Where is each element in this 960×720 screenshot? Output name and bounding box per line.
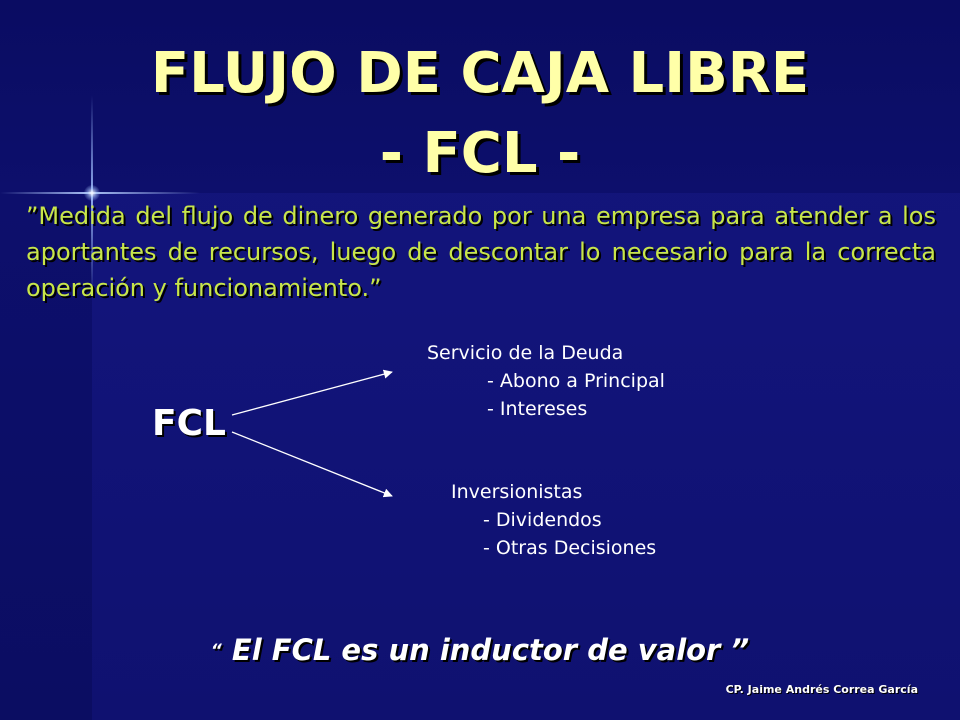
definition-quote: ”Medida del flujo de dinero generado por… <box>26 202 936 302</box>
lens-flare-star-icon <box>84 185 100 201</box>
slide-subtitle: - FCL - <box>379 121 581 186</box>
branch-debt-service: Servicio de la Deuda - Abono a Principal… <box>427 339 665 423</box>
tagline-open-quote: “ <box>210 641 222 661</box>
tagline-text: El FCL es un inductor de valor ” <box>221 633 750 667</box>
header-band <box>0 0 960 193</box>
branch-item: - Abono a Principal <box>487 370 665 392</box>
branch-investors: Inversionistas - Dividendos - Otras Deci… <box>451 478 656 562</box>
arrow-to-investors <box>231 431 393 498</box>
branch-item: - Intereses <box>487 398 588 420</box>
branch-heading: Servicio de la Deuda <box>427 342 624 364</box>
branch-heading: Inversionistas <box>451 481 583 503</box>
arrow-to-debt-service <box>231 369 393 416</box>
left-band <box>0 193 92 720</box>
branch-item: - Otras Decisiones <box>483 537 657 559</box>
lens-flare-horizontal <box>0 192 200 194</box>
author-credit: CP. Jaime Andrés Correa García <box>725 683 918 696</box>
branch-item: - Dividendos <box>483 509 602 531</box>
diagram-root-label: FCL <box>152 403 226 444</box>
tagline: “ El FCL es un inductor de valor ” <box>0 628 960 673</box>
slide-title: FLUJO DE CAJA LIBRE <box>150 41 810 106</box>
